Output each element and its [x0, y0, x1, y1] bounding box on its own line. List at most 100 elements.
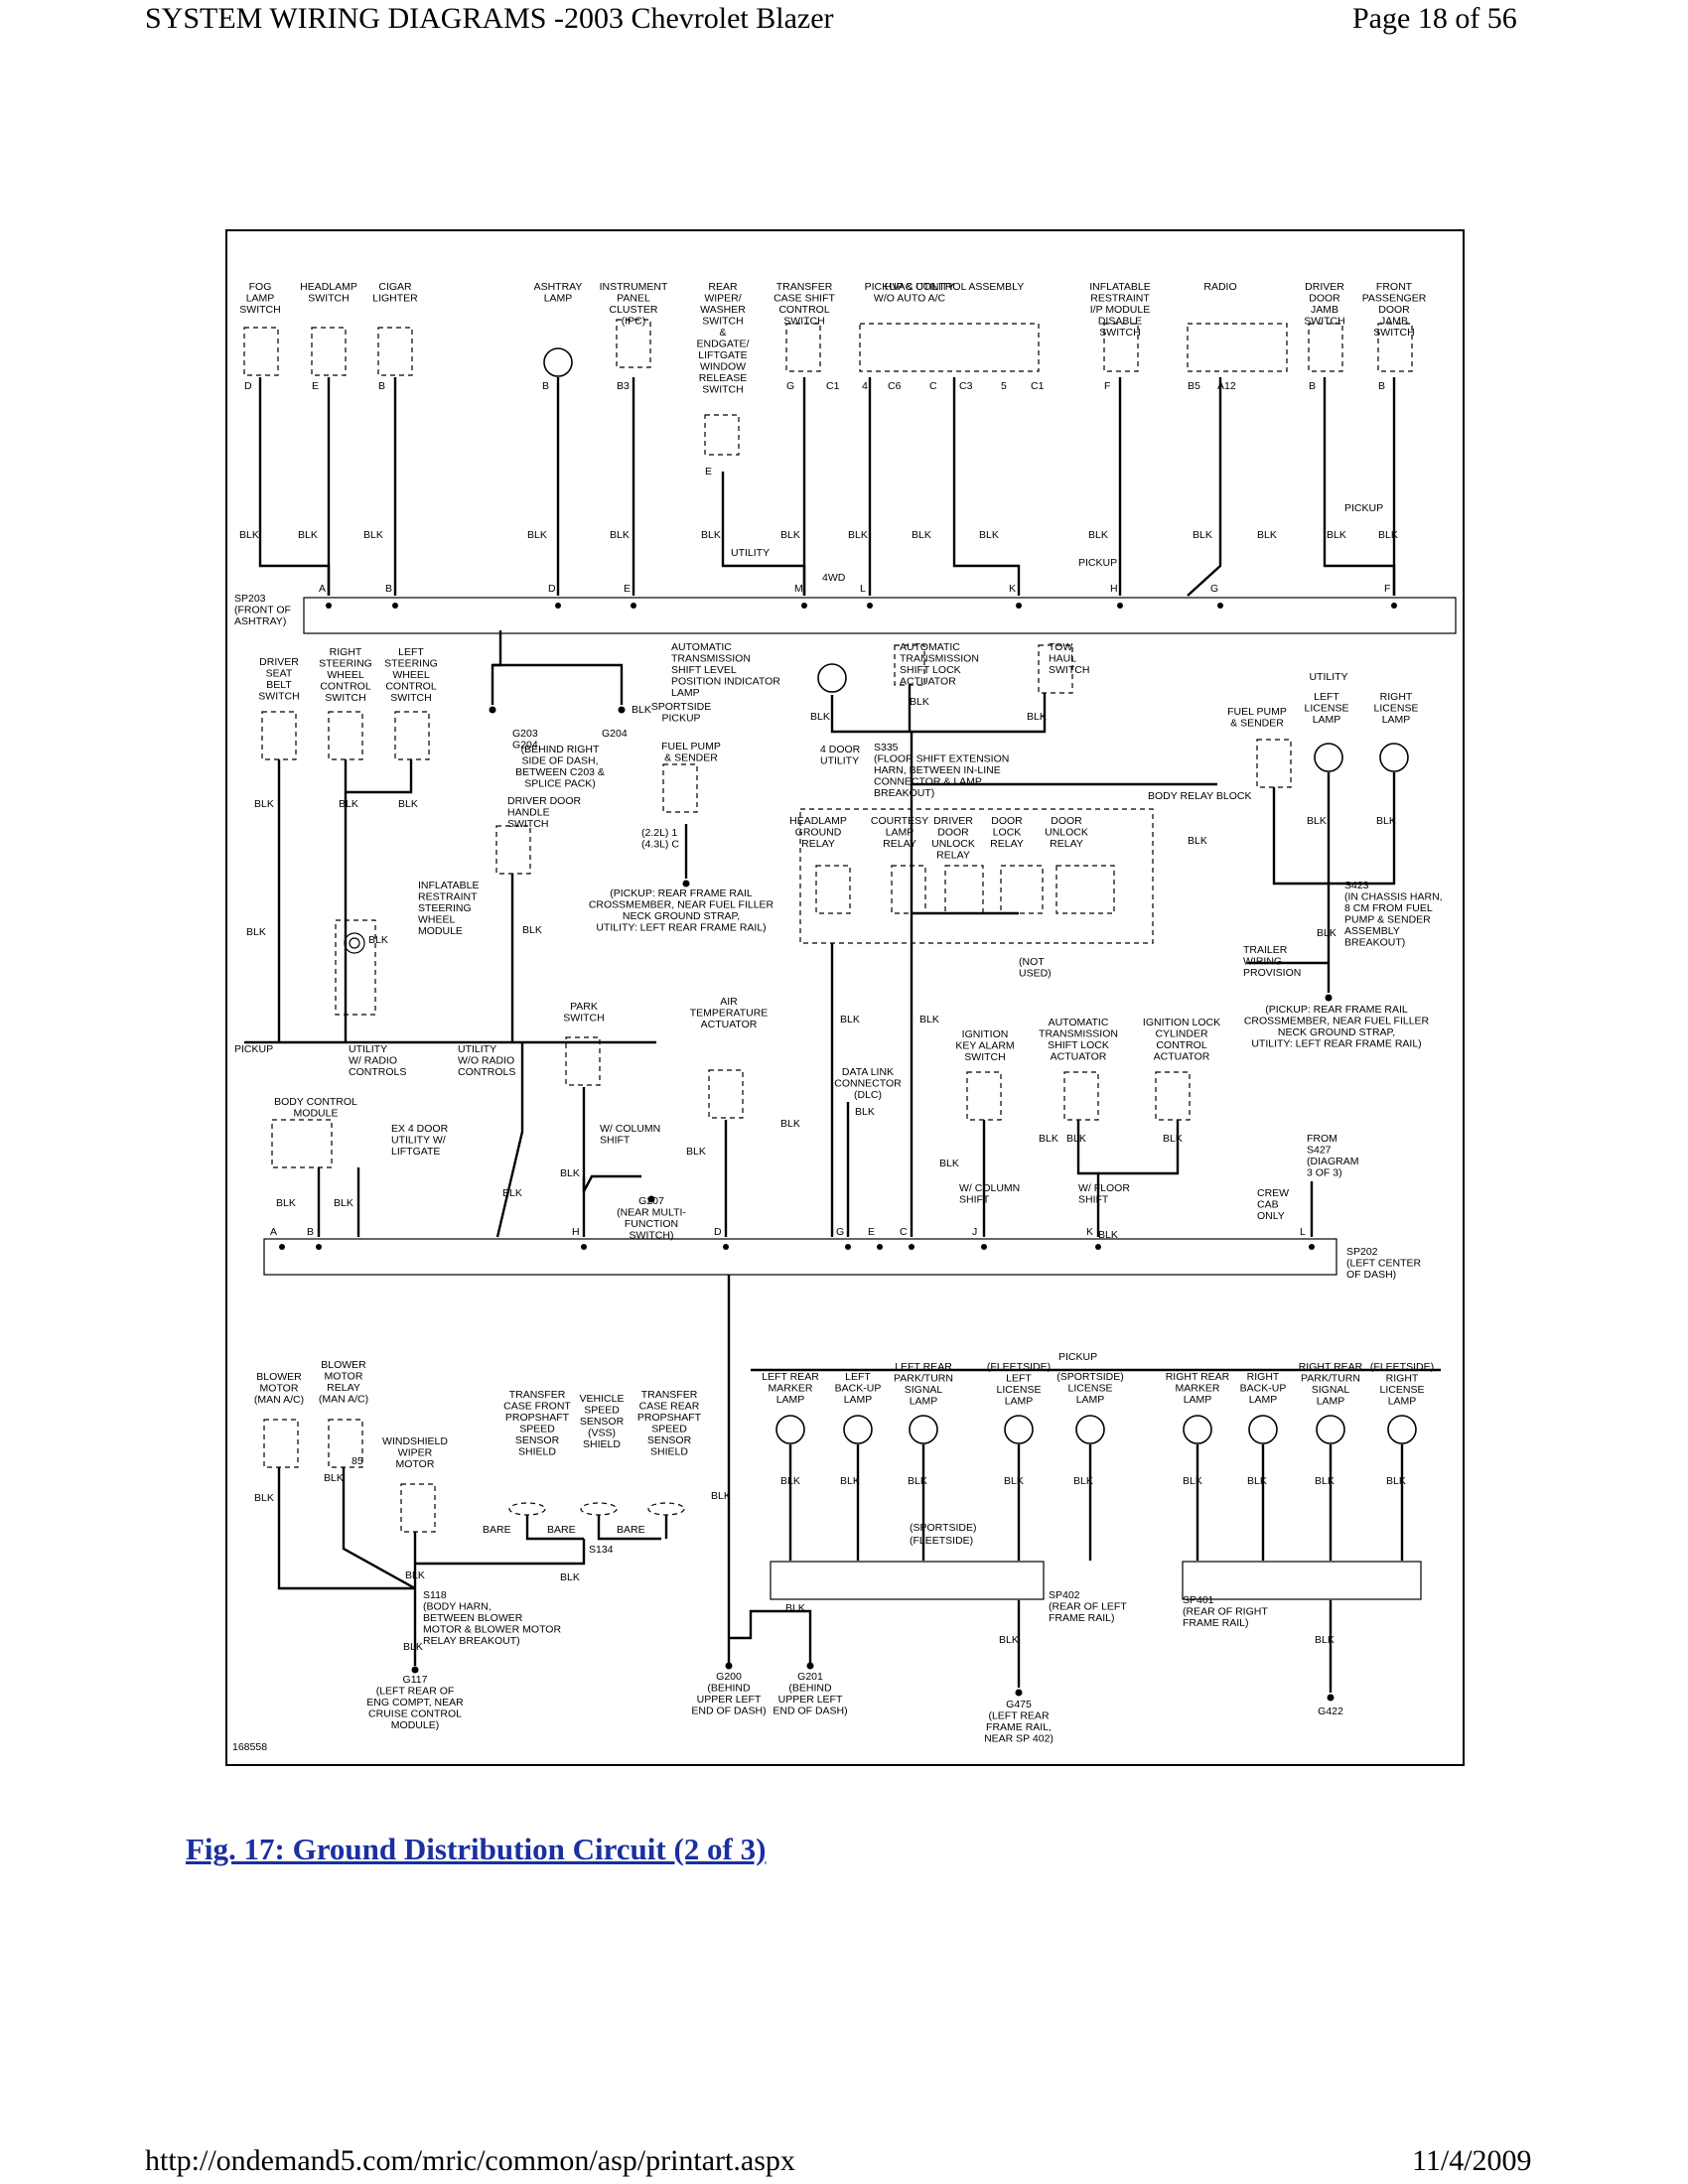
wire-color-label: BLK [1386, 1475, 1406, 1487]
connector-pin-label: B [378, 380, 385, 392]
mid-component-label: SEAT [266, 668, 293, 680]
top-component-label: INFLATABLE [1089, 281, 1150, 293]
rear-lamp-symbol [1004, 1415, 1034, 1444]
top-component-label: PASSENGER [1362, 293, 1427, 305]
bottom-component-label: SIGNAL [1312, 1384, 1350, 1396]
ground-wire [1076, 1120, 1100, 1237]
side-note: 3 OF 3) [1307, 1167, 1342, 1179]
mid-component-outline [891, 865, 926, 914]
figure-caption-link[interactable]: Fig. 17: Ground Distribution Circuit (2 … [186, 1832, 767, 1866]
wire-color-label: BLK [254, 1492, 274, 1504]
top-component-label: SWITCH [702, 316, 743, 328]
bottom-ground-note: UPPER LEFT [697, 1694, 762, 1706]
ground-wire [1098, 1120, 1180, 1175]
wire-color-label: BLK [398, 798, 418, 810]
bottom-component-label: WINDSHIELD [382, 1435, 448, 1447]
sp202-label: SP202 [1346, 1246, 1378, 1258]
bottom-component-label: (MAN A/C) [254, 1394, 304, 1406]
bottom-component-label: MARKER [769, 1383, 813, 1395]
bottom-component-label: BACK-UP [1240, 1383, 1287, 1395]
mid-component-label: CONTROL [1156, 1039, 1206, 1051]
connector-pin-label: 4 [862, 380, 868, 392]
mid-component-label: & SENDER [664, 752, 718, 764]
top-component-label: LIGHTER [372, 293, 418, 305]
ground-note: FUNCTION [625, 1218, 678, 1230]
bottom-note: BARE [547, 1524, 576, 1536]
mid-component-label: AIR [720, 996, 738, 1008]
sp202-pin-label: C [900, 1226, 908, 1238]
ground-wire [342, 1467, 416, 1590]
sp203-pin-label: F [1384, 583, 1390, 595]
ground-wire [525, 1515, 584, 1541]
top-component-label: REAR [708, 281, 738, 293]
wire-color-label: BLK [405, 1570, 425, 1581]
wire-color-label: BLK [560, 1167, 580, 1179]
ground-note: (PICKUP: REAR FRAME RAIL [610, 887, 753, 899]
ground-note: CROSSMEMBER, NEAR FUEL FILLER [589, 899, 774, 911]
bottom-ground-note: FRAME RAIL) [1183, 1617, 1249, 1629]
connector-pin-label: B5 [1188, 380, 1200, 392]
top-component-outline [704, 414, 740, 456]
splice-dot [909, 1244, 914, 1250]
bottom-component-label: LAMP [1076, 1394, 1105, 1406]
splice-dot [316, 1244, 322, 1250]
sp202-pin-label: G [836, 1226, 844, 1238]
bottom-ground-note: CRUISE CONTROL [368, 1708, 462, 1720]
side-note: (4.3L) C [641, 839, 679, 851]
header-page-number: Page 18 of 56 [1352, 2, 1517, 35]
top-component-label: PANEL [617, 293, 650, 305]
wire-color-label: BLK [1257, 529, 1277, 541]
bottom-ground-note: FRAME RAIL) [1049, 1612, 1115, 1624]
mid-component-label: RELAY [1050, 838, 1083, 850]
top-component-label: I/P MODULE [1090, 304, 1151, 316]
mid-component-label: SWITCH [563, 1013, 604, 1024]
splice-dot [1016, 603, 1022, 609]
splice-dot [801, 603, 807, 609]
bottom-ground-note: MODULE) [391, 1719, 439, 1731]
mid-component-label: UNLOCK [1045, 827, 1088, 839]
bottom-component-label: MOTOR [260, 1383, 299, 1395]
bottom-component-label: TRANSFER [641, 1389, 698, 1401]
mid-component-label: DOOR [1051, 815, 1082, 827]
ground-wire [830, 693, 1047, 734]
ground-note: NECK GROUND STRAP, [1278, 1026, 1395, 1038]
wire-color-label: BLK [276, 1197, 296, 1209]
shield-symbol [508, 1502, 546, 1516]
bottom-component-label: CASE FRONT [503, 1401, 571, 1413]
connector-pin-label: B3 [617, 380, 630, 392]
mid-component-label: CONTROL [320, 681, 370, 693]
bottom-ground-note: RELAY BREAKOUT) [423, 1635, 520, 1647]
connector-pin-label: B [542, 380, 549, 392]
wire-note: UTILITY [731, 547, 770, 559]
connector-pin-label: 5 [1001, 380, 1007, 392]
bottom-ground-note: END OF DASH) [773, 1706, 847, 1717]
ground-wire [952, 377, 1021, 596]
sp203-label: (FRONT OF [234, 605, 291, 616]
mid-component-label: DATA LINK [842, 1066, 894, 1078]
sp202-pin-label: K [1086, 1226, 1093, 1238]
sp203-pin-label: G [1210, 583, 1218, 595]
wire-color-label: BLK [1027, 711, 1047, 723]
wire-color-label: BLK [780, 1475, 800, 1487]
top-component-label: ASHTRAY [534, 281, 583, 293]
mid-component-label: WHEEL [327, 669, 364, 681]
mid-component-label: SHIFT LOCK [1048, 1039, 1109, 1051]
ground-note: G204 [602, 728, 628, 740]
top-component-label: SWITCH [702, 384, 743, 396]
side-note: LIFTGATE [391, 1146, 440, 1158]
bottom-component-label: LAMP [1184, 1394, 1212, 1406]
wire-color-label: BLK [610, 529, 630, 541]
mid-component-label: STEERING [319, 658, 372, 670]
bottom-component-label: LAMP [776, 1394, 805, 1406]
mid-component-label: HANDLE [507, 807, 550, 819]
side-note: S427 [1307, 1145, 1332, 1157]
sp202-pin-label: J [972, 1226, 977, 1238]
mid-component-label: RIGHT [1380, 691, 1413, 703]
bottom-component-label: (VSS) [588, 1428, 616, 1439]
side-note: UTILITY W/ [391, 1135, 446, 1147]
wire-note: PICKUP [1078, 557, 1117, 569]
side-note: PICKUP [234, 1043, 273, 1055]
top-component-label: LIFTGATE [698, 349, 747, 361]
top-component-outline [1187, 323, 1288, 372]
top-component-label: (IPC) [622, 316, 646, 328]
